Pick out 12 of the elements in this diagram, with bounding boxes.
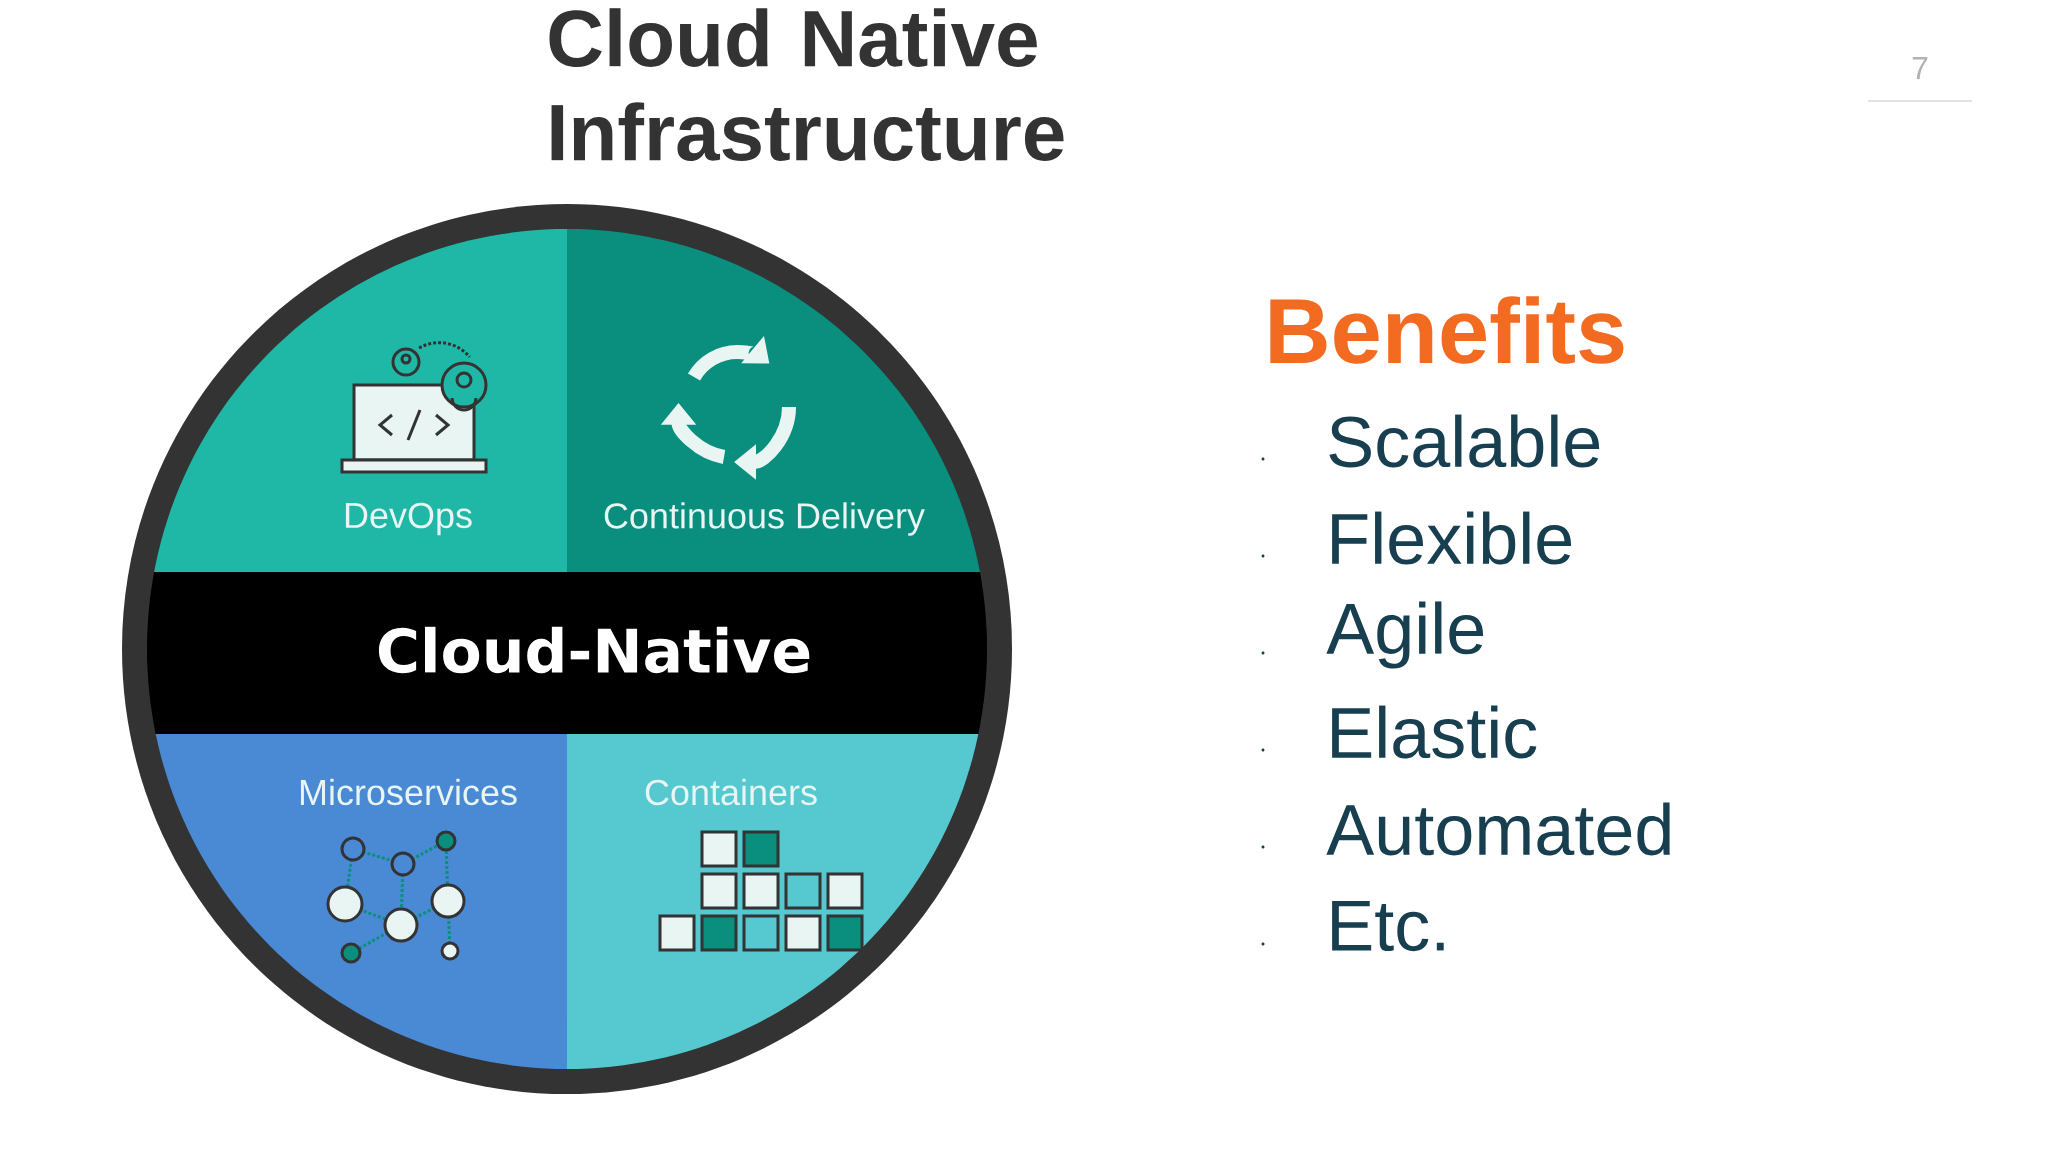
benefit-item: Automated <box>1261 802 1670 856</box>
center-band: Cloud-Native <box>147 572 987 734</box>
benefit-item: Flexible <box>1261 511 1572 565</box>
benefit-item: Scalable <box>1261 414 1600 468</box>
quadrant-panel: Continuous Delivery <box>567 229 980 572</box>
benefit-item: Elastic <box>1261 705 1537 759</box>
benefit-item: Etc. <box>1261 900 1444 952</box>
page-number: 7 <box>1912 57 1928 79</box>
quadrant-panel: Microservices <box>155 734 567 1069</box>
benefits-heading: Benefits <box>1270 296 1624 364</box>
slide-title: Cloud Native Infrastructure <box>549 8 1064 161</box>
benefit-item: Agile <box>1261 601 1484 669</box>
